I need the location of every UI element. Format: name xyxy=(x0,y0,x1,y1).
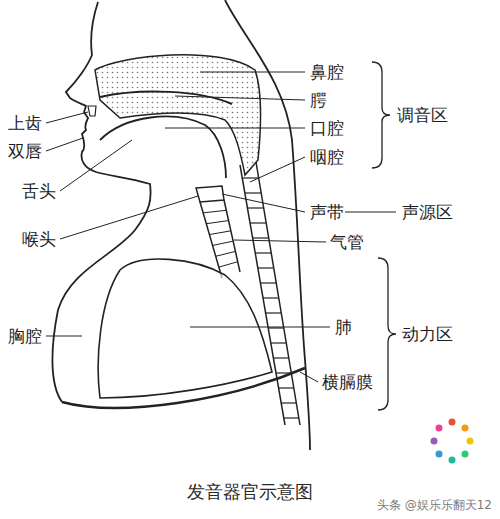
part-name: 横膈膜 xyxy=(322,371,373,393)
trachea-ring xyxy=(206,221,228,224)
trachea-ring xyxy=(219,262,238,267)
figure-caption: 发音器官示意图 xyxy=(187,480,313,504)
watermark: 头条 @娱乐乐翻天12 xyxy=(377,497,492,513)
trachea-rings xyxy=(203,210,238,267)
part-name: 肺 xyxy=(335,316,352,338)
part-name: 声带 xyxy=(310,201,344,223)
vertebra xyxy=(281,402,296,403)
logo-icon xyxy=(431,419,474,464)
vertebra xyxy=(245,192,261,193)
vertebra xyxy=(253,237,269,238)
vertebra xyxy=(271,342,286,343)
palate-line xyxy=(100,92,232,104)
tongue-outline xyxy=(100,117,226,178)
larynx-shape xyxy=(196,186,224,202)
vertebra xyxy=(255,252,271,253)
vertebra xyxy=(263,297,279,298)
teeth-shape xyxy=(88,106,96,116)
vertebra xyxy=(284,417,299,418)
spine-edge xyxy=(256,162,300,425)
group-bracket xyxy=(372,62,390,168)
part-name: 舌头 xyxy=(22,180,56,202)
part-name: 喉头 xyxy=(22,228,56,250)
diaphragm-line xyxy=(62,368,305,408)
vertebra xyxy=(260,282,276,283)
vertebra xyxy=(266,312,282,313)
cavity-shape xyxy=(95,55,261,175)
zone-name: 动力区 xyxy=(402,323,453,345)
vertebra xyxy=(268,327,284,328)
part-name: 胸腔 xyxy=(8,325,42,347)
part-name: 双唇 xyxy=(8,140,42,162)
part-name: 上齿 xyxy=(8,112,42,134)
vertebra xyxy=(250,222,266,223)
lung-outline xyxy=(98,259,272,398)
vertebra xyxy=(279,387,294,388)
trachea-ring xyxy=(209,231,230,235)
part-name: 咽腔 xyxy=(310,146,344,168)
vertebra xyxy=(273,357,288,358)
part-name: 口腔 xyxy=(310,117,344,139)
part-name: 鼻腔 xyxy=(310,61,344,83)
trachea-wall xyxy=(224,200,240,272)
part-name: 气管 xyxy=(330,231,364,253)
trachea-ring xyxy=(216,251,236,256)
group-bracket xyxy=(378,258,396,410)
trachea-ring xyxy=(213,241,234,245)
vertebra xyxy=(247,207,263,208)
zone-name: 调音区 xyxy=(397,104,448,126)
zone-name: 声源区 xyxy=(402,201,453,223)
vertebra xyxy=(242,177,258,178)
trachea-ring xyxy=(203,210,226,213)
vertebra xyxy=(258,267,274,268)
leader-lines xyxy=(46,72,396,382)
part-name: 腭 xyxy=(310,89,327,111)
